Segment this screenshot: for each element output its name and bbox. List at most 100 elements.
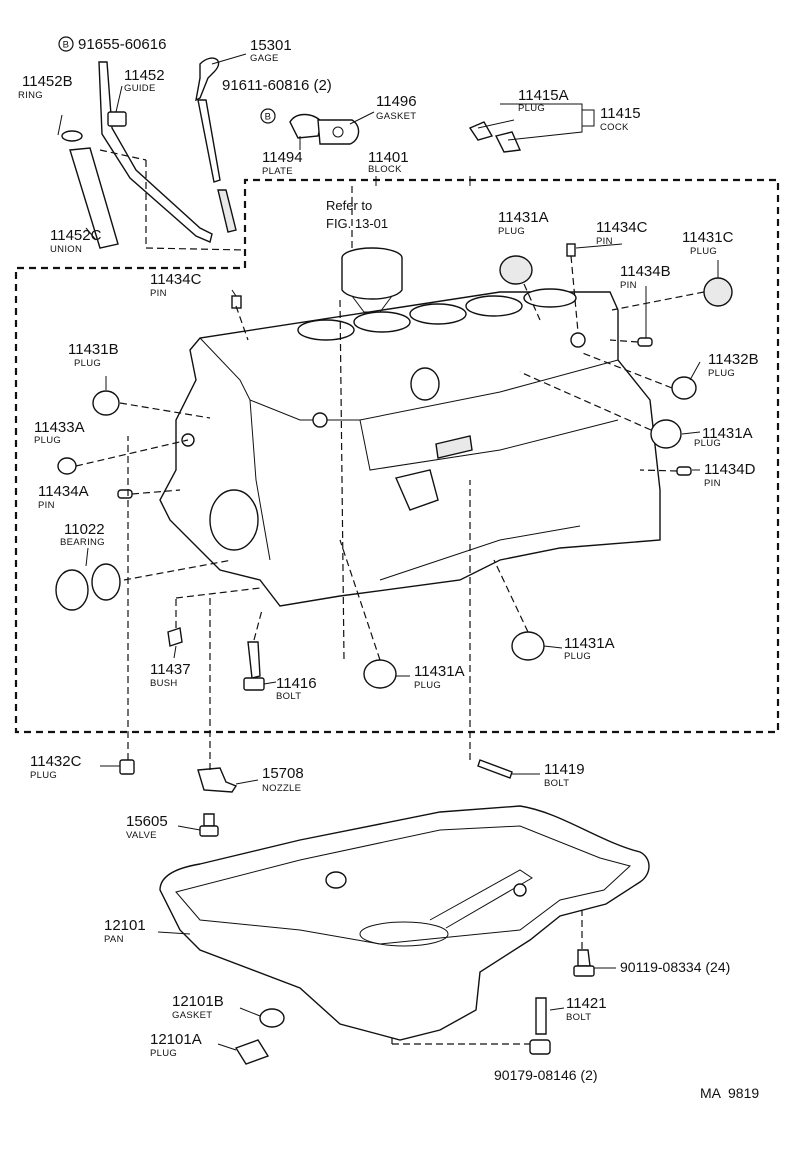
- pin-11434B: [637, 337, 653, 347]
- bolt-11421: [535, 997, 547, 1035]
- gage-handle: [195, 57, 220, 102]
- part-name: BLOCK: [368, 164, 402, 175]
- callout-labels: B 91655-60616 15301 GAGE 11452B RING 114…: [18, 36, 759, 1083]
- callout-11431C: 11431C PLUG: [682, 229, 734, 257]
- callout-11431B: 11431B PLUG: [68, 341, 119, 369]
- gasket-12101B: [259, 1008, 285, 1028]
- part-name: PLUG: [694, 438, 721, 449]
- pin-11434C-top: [566, 243, 576, 257]
- part-number: 11432B: [708, 351, 759, 368]
- bolt-90119: [573, 965, 595, 977]
- part-name: PIN: [150, 288, 167, 299]
- part-number: 11494: [262, 149, 303, 166]
- part-number: 11434B: [620, 263, 671, 280]
- callout-11434C-left: 11434C PIN: [150, 271, 202, 299]
- union-part: [69, 147, 119, 249]
- plug-11431A-low: [511, 631, 545, 661]
- plug-11431A-mid: [363, 659, 397, 689]
- part-number: 11452C: [50, 227, 102, 244]
- callout-11494: 11494 PLATE: [262, 149, 303, 177]
- part-name: PLUG: [150, 1048, 177, 1059]
- part-name: PLUG: [74, 358, 101, 369]
- part-number: 11431A: [498, 209, 549, 226]
- callout-11452C: 11452C UNION: [50, 227, 102, 255]
- callout-11434C-top: 11434C PIN: [596, 219, 648, 247]
- part-name: PIN: [38, 500, 55, 511]
- part-number: 15708: [262, 765, 304, 782]
- part-number: 11432C: [30, 753, 82, 770]
- part-name: NOZZLE: [262, 783, 301, 794]
- callout-11419: 11419 BOLT: [544, 761, 585, 789]
- part-name: PLUG: [30, 770, 57, 781]
- callout-11416: 11416 BOLT: [276, 675, 317, 702]
- part-name: PLUG: [708, 368, 735, 379]
- part-number: 12101: [104, 917, 146, 934]
- callout-12101: 12101 PAN: [104, 917, 146, 945]
- part-name: RING: [18, 90, 43, 101]
- plug-11432B: [671, 376, 697, 400]
- callout-12101B: 12101B GASKET: [172, 993, 224, 1021]
- callout-11431A-right: 11431A PLUG: [694, 425, 753, 449]
- part-name: GAGE: [250, 53, 279, 64]
- part-number: 11415A: [518, 87, 569, 104]
- part-number: 15301: [250, 37, 292, 54]
- cock-plug-parts: [468, 121, 522, 153]
- part-name: BOLT: [544, 778, 569, 789]
- callout-11434B: 11434B PIN: [620, 263, 671, 291]
- part-number: 11419: [544, 761, 585, 778]
- part-number: 90179-08146 (2): [494, 1067, 598, 1083]
- part-number: 11431C: [682, 229, 734, 246]
- part-name: PLATE: [262, 166, 293, 177]
- plate-gasket-parts: [289, 113, 360, 145]
- part-number: 11434A: [38, 483, 89, 500]
- pan-fasteners: [199, 813, 595, 1065]
- callout-15605: 15605 VALVE: [126, 813, 168, 841]
- callout-12101A: 12101A PLUG: [150, 1031, 202, 1059]
- callout-11433A: 11433A PLUG: [34, 419, 85, 446]
- reference-note-line2: FIG. 13-01: [326, 216, 388, 231]
- oil-level-guide-assembly: [57, 57, 237, 249]
- callout-11496: 11496 GASKET: [376, 93, 417, 122]
- part-name: PLUG: [414, 680, 441, 691]
- callout-11431A-low: 11431A PLUG: [564, 635, 615, 662]
- callout-91655: B 91655-60616: [58, 36, 166, 53]
- part-number: 11401: [368, 149, 409, 166]
- part-number: 11416: [276, 675, 317, 692]
- b-badge-icon: [260, 108, 276, 124]
- part-name: PLUG: [690, 246, 717, 257]
- part-number: 11434C: [596, 219, 648, 236]
- part-name: BEARING: [60, 537, 105, 548]
- part-number: 91655-60616: [78, 36, 166, 53]
- callout-11401: 11401 BLOCK: [368, 149, 409, 175]
- nut-90179: [529, 1039, 551, 1055]
- part-number: 11431B: [68, 341, 119, 358]
- callout-15708: 15708 NOZZLE: [262, 765, 304, 794]
- part-name: PLUG: [498, 226, 525, 237]
- part-name: PIN: [620, 280, 637, 291]
- part-number: 11431A: [414, 663, 465, 680]
- plug-11431A-top: [499, 255, 533, 285]
- part-number: 11433A: [34, 419, 85, 436]
- block-small-parts: [55, 243, 733, 793]
- callout-90119: 90119-08334 (24): [620, 959, 730, 975]
- badge-letter: B: [63, 40, 70, 51]
- part-number: 11431A: [702, 425, 753, 442]
- valve-15605: [199, 825, 219, 837]
- callout-91611: 91611-60816 (2) B: [222, 77, 332, 124]
- bearing-b: [91, 563, 121, 601]
- callout-90179: 90179-08146 (2): [494, 1067, 598, 1083]
- bush-11437: [167, 627, 183, 647]
- callout-11452: 11452 GUIDE: [124, 67, 165, 94]
- gasket-part: [317, 119, 360, 145]
- part-number: 11496: [376, 93, 417, 110]
- callout-11432B: 11432B PLUG: [708, 351, 759, 379]
- plug-11433A: [57, 457, 77, 475]
- gage-group-boundary: [145, 247, 246, 251]
- part-name: PAN: [104, 934, 124, 945]
- diagram-code: MA 9819: [700, 1085, 759, 1101]
- part-number: 11452B: [22, 73, 73, 90]
- piston-reference: [341, 247, 403, 313]
- part-number: 11415: [600, 105, 641, 122]
- callout-11431A-mid: 11431A PLUG: [414, 663, 465, 691]
- plug-11431C: [703, 277, 733, 307]
